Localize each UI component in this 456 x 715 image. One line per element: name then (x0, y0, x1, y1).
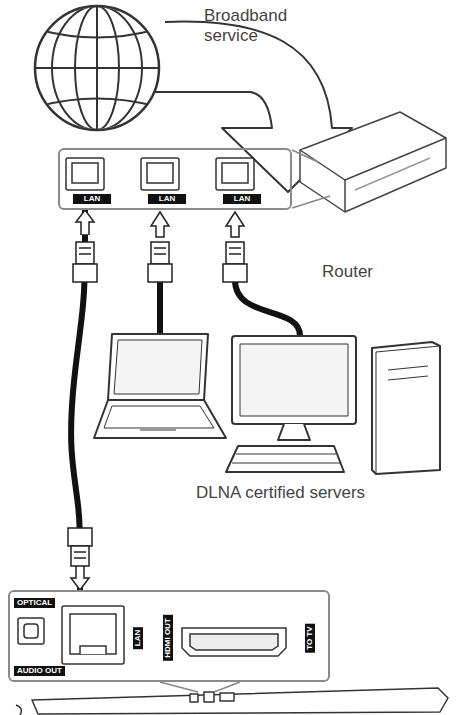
service-label: Broadband service (204, 6, 304, 46)
globe-icon (30, 0, 165, 140)
port-label: LAN (133, 627, 143, 649)
port-panel: LAN LAN LAN (58, 148, 292, 210)
desktop-icon (226, 336, 440, 474)
player-device (16, 688, 448, 715)
cable-plugs (148, 212, 247, 282)
server-label: DLNA certified servers (196, 483, 396, 503)
zoom-line (292, 196, 330, 208)
port-label: LAN (223, 194, 261, 204)
zoom-line (214, 682, 240, 692)
zoom-line (160, 682, 198, 692)
port-label: AUDIO OUT (14, 666, 65, 676)
router-icon (300, 112, 446, 212)
player-ports (18, 606, 286, 664)
ethernet-cable (235, 280, 300, 336)
lan-ports (66, 158, 254, 190)
port-label: HDMI OUT (163, 615, 173, 661)
laptop-icon (94, 334, 226, 438)
zoom-line (292, 150, 318, 162)
port-label: LAN (73, 194, 111, 204)
port-label: OPTICAL (14, 598, 55, 608)
port-label: LAN (148, 194, 186, 204)
port-label: TO TV (305, 623, 315, 652)
player-panel: OPTICAL AUDIO OUT LAN HDMI OUT TO TV (8, 590, 330, 682)
ethernet-cable (157, 280, 163, 334)
device-label: Router (322, 262, 442, 282)
